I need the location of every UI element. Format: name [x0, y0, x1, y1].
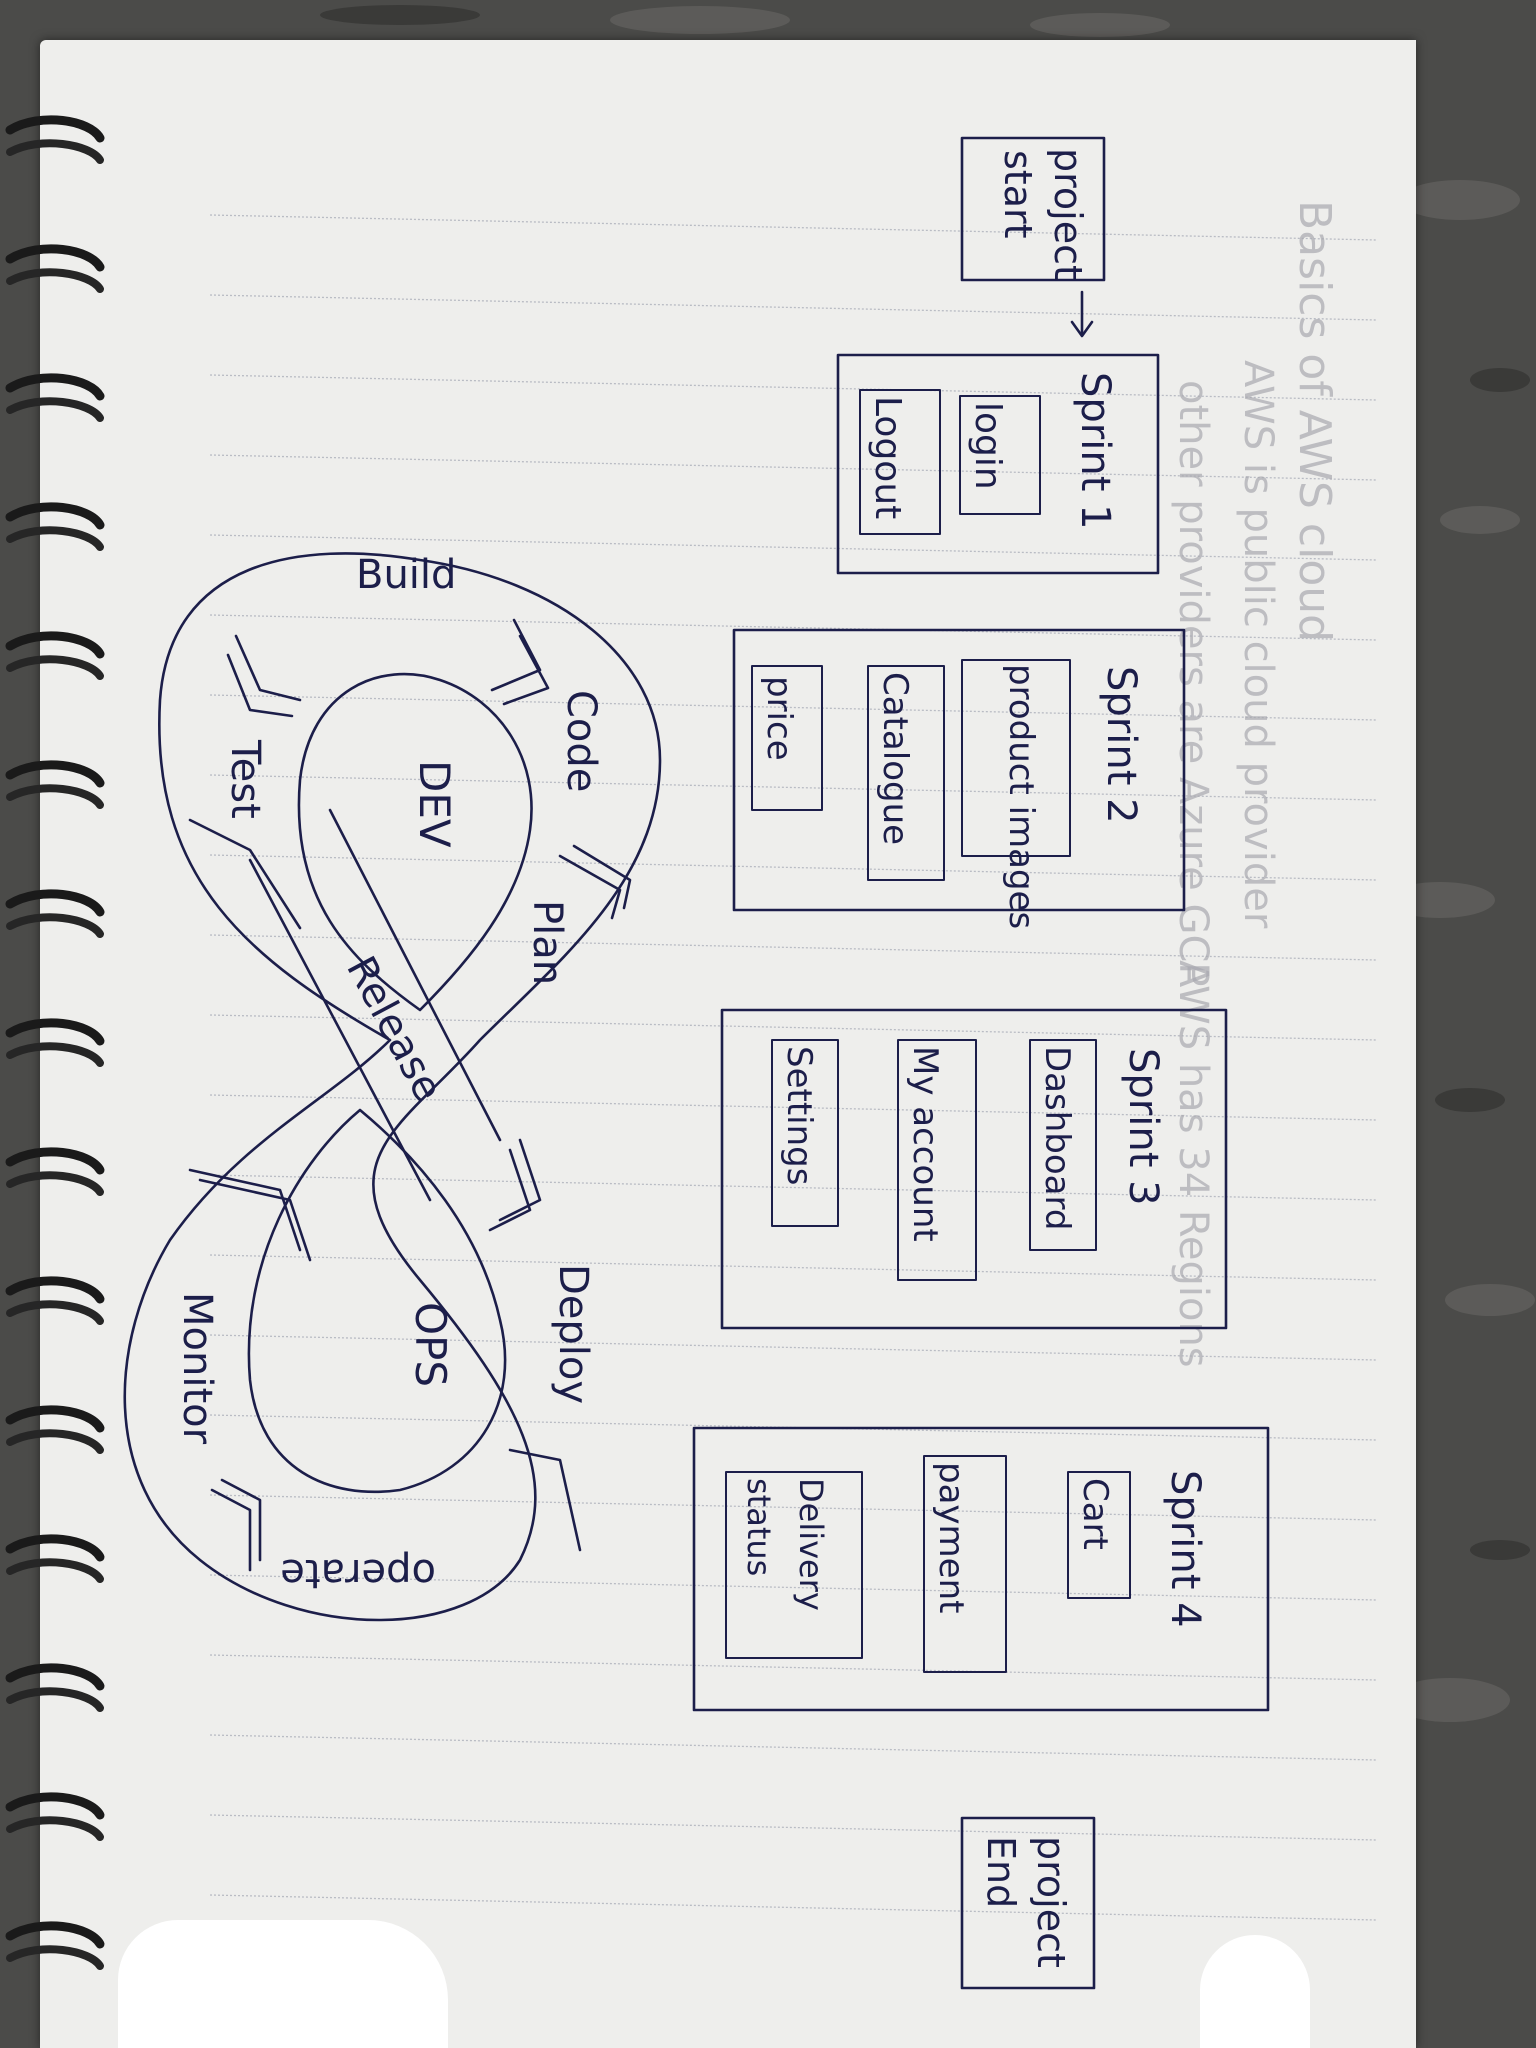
sprint-4-title: Sprint 4 [1162, 1470, 1208, 1628]
spiral-ring [5, 1018, 105, 1046]
spiral-ring [6, 1042, 104, 1067]
devops-stage-operate: operate [280, 1550, 436, 1596]
sprint-1-box: Sprint 1 login Logout [836, 353, 1160, 575]
devops-stage-build: Build [356, 552, 456, 598]
devops-stage-release: Release [337, 949, 451, 1109]
sprint-1-title: Sprint 1 [1072, 372, 1118, 530]
sprint-4-box: Sprint 4 Cart payment Delivery status [692, 1426, 1270, 1712]
bleed-line-3: other providers are Azure GCP [1170, 380, 1216, 987]
sprint-2-item-2: Catalogue [875, 672, 915, 845]
arrow-right-icon [1070, 290, 1094, 338]
spiral-ring [6, 913, 104, 938]
sprint-3-item-3: Settings [779, 1046, 819, 1185]
sprint-3-item-1: Dashboard [1037, 1046, 1077, 1230]
devops-stage-monitor: Monitor [174, 1292, 220, 1445]
devops-infinity-loop: DEV OPS Build Code Plan Test Release Dep… [123, 552, 662, 1622]
spiral-ring [5, 1276, 105, 1304]
spiral-ring [5, 1792, 105, 1820]
spiral-ring [6, 1945, 104, 1970]
project-start-line2: start [996, 150, 1040, 239]
devops-ops-label: OPS [406, 1302, 455, 1387]
sprint-2-box: Sprint 2 product images Catalogue price [732, 628, 1186, 929]
spiral-ring [5, 1663, 105, 1691]
sprint-4-item-2: payment [931, 1462, 971, 1613]
spiral-ring [6, 1300, 104, 1325]
spiral-ring [5, 1405, 105, 1433]
project-end-line1: project [1029, 1836, 1073, 1968]
spiral-ring [5, 1147, 105, 1175]
sprint-3-title: Sprint 3 [1120, 1048, 1166, 1206]
bleed-through-text: Basics of AWS cloud AWS is public cloud … [1170, 200, 1340, 1368]
spiral-ring [6, 1429, 104, 1454]
redaction-blob-right [1200, 1935, 1310, 2048]
devops-dev-label: DEV [410, 760, 459, 848]
spiral-ring [5, 760, 105, 788]
devops-stage-test: Test [222, 739, 268, 819]
spiral-ring [6, 784, 104, 809]
sprint-3-item-2: My account [905, 1046, 945, 1242]
spiral-ring [6, 655, 104, 680]
spiral-ring [6, 1558, 104, 1583]
notebook-page [40, 40, 1416, 2048]
sprint-4-item-1: Cart [1075, 1478, 1115, 1550]
spiral-ring [5, 1921, 105, 1949]
project-start-line1: project [1046, 148, 1090, 280]
notebook-spiral-icon [5, 115, 105, 1970]
sprint-2-item-1: product images [1001, 664, 1041, 929]
spiral-ring [6, 526, 104, 551]
redaction-blob-left [118, 1920, 448, 2048]
spiral-ring [5, 244, 105, 272]
bleed-line-2: AWS is public cloud provider [1235, 360, 1281, 929]
spiral-ring [5, 889, 105, 917]
devops-stage-plan: Plan [524, 900, 570, 985]
sprint-4-item-3: Delivery [792, 1478, 830, 1611]
devops-stage-deploy: Deploy [550, 1264, 596, 1404]
sprint-3-box: Sprint 3 Dashboard My account Settings [720, 1008, 1228, 1330]
spiral-ring [6, 1687, 104, 1712]
sprint-4-item-3b: status [740, 1478, 778, 1576]
spiral-ring [6, 397, 104, 422]
bleed-line-4: AWS has 34 Regions [1170, 960, 1216, 1368]
project-start-node: project start [960, 136, 1106, 282]
sprint-2-item-3: price [759, 676, 799, 761]
spiral-ring [5, 502, 105, 530]
spiral-ring [5, 373, 105, 401]
spiral-ring [6, 1816, 104, 1841]
sprint-1-item-2: Logout [867, 396, 908, 519]
spiral-ring [5, 1534, 105, 1562]
devops-stage-code: Code [558, 690, 604, 792]
spiral-ring [6, 139, 104, 164]
spiral-ring [6, 268, 104, 293]
project-end-node: project End [960, 1816, 1096, 1990]
bleed-line-1: Basics of AWS cloud [1289, 200, 1340, 642]
spiral-ring [5, 115, 105, 143]
sprint-2-title: Sprint 2 [1098, 666, 1144, 824]
spiral-ring [5, 631, 105, 659]
project-end-line2: End [979, 1836, 1023, 1908]
spiral-ring [6, 1171, 104, 1196]
sprint-1-item-1: login [967, 402, 1008, 490]
